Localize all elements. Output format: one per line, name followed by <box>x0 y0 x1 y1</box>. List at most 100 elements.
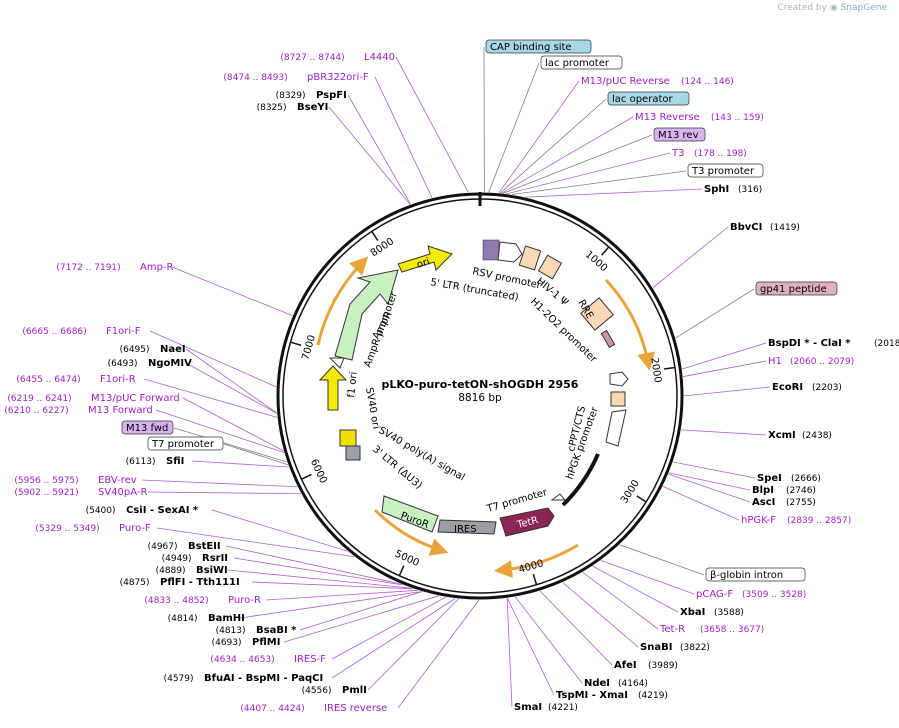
ires-arrow <box>437 519 497 535</box>
leader-line <box>173 427 288 463</box>
inner-label: f1 ori <box>346 371 360 398</box>
leader-line <box>488 62 540 193</box>
tick-mark <box>290 341 302 346</box>
leader-line <box>662 486 740 521</box>
feature-position: (4407 .. 4424) <box>240 704 304 714</box>
feature-label: L4440 <box>364 52 395 63</box>
leader-line <box>619 544 705 576</box>
leader-line <box>331 596 447 660</box>
feature-box <box>147 436 224 451</box>
leader-line <box>141 479 298 488</box>
plasmid-name: pLKO-puro-tetON-shOGDH 2956 <box>382 378 579 391</box>
feature-label: pCAG-F <box>696 589 733 600</box>
ltr-block <box>518 245 542 271</box>
feature-label: NdeI <box>584 678 610 689</box>
feature-position: (8727 .. 8744) <box>280 53 344 63</box>
feature-position: (4579) <box>164 674 194 684</box>
tick-mark <box>532 573 538 585</box>
feature-position: (2755) <box>786 498 816 508</box>
feature-label: TspMI - XmaI <box>556 690 628 701</box>
feature-label: PspFI <box>316 90 347 101</box>
credit-prefix: Created by <box>777 3 827 13</box>
plasmid-size: 8816 bp <box>458 392 502 404</box>
tick-label: 7000 <box>300 334 318 361</box>
tick-label: 8000 <box>369 236 396 259</box>
leader-line <box>265 589 418 601</box>
primer-arc-bottom-left <box>373 508 449 556</box>
feature-marker-block <box>482 239 500 261</box>
leader-line <box>225 545 401 585</box>
leader-line <box>143 378 278 418</box>
feature-label: EBV-rev <box>98 475 137 486</box>
tick-label: 4000 <box>517 558 545 576</box>
feature-box <box>121 420 174 435</box>
leader-line <box>397 599 480 709</box>
feature-label: IRES-F <box>294 654 326 665</box>
leader-line <box>147 491 301 495</box>
leader-line <box>328 106 411 205</box>
feature-position: (1419) <box>770 223 800 233</box>
feature-label: SfiI <box>166 456 184 467</box>
feature-position: (4813) <box>216 626 246 636</box>
feature-label: lac promoter <box>545 58 610 69</box>
feature-label: BsiWI <box>196 565 228 576</box>
feature-label: M13/pUC Reverse <box>581 76 670 87</box>
tick-mark <box>601 246 610 256</box>
leader-line <box>539 590 613 666</box>
leader-line <box>511 170 687 195</box>
leader-line <box>185 348 277 414</box>
tetr-arrow <box>499 507 555 537</box>
rsv-promoter-arrow <box>497 241 523 263</box>
feature-label: AscI <box>752 497 775 508</box>
feature-label: EcoRI <box>772 382 803 393</box>
tick-mark <box>371 230 379 241</box>
feature-label: RsrII <box>202 553 228 564</box>
cppt-block <box>610 391 626 407</box>
tick-label: 6000 <box>308 458 329 486</box>
feature-position: (6455 .. 6474) <box>16 375 80 385</box>
leader-line <box>600 559 695 595</box>
feature-label: SV40pA-R <box>98 487 147 498</box>
feature-label: hPGK-F <box>741 515 776 526</box>
leader-line <box>683 386 771 397</box>
feature-label: SmaI <box>514 702 542 713</box>
feature-label: H1 <box>768 356 782 367</box>
feature-position: (3989) <box>648 661 678 671</box>
leader-line <box>498 80 580 194</box>
feature-position: (4833 .. 4852) <box>144 596 208 606</box>
ori-arrow <box>397 245 453 273</box>
feature-label: BspDI * - ClaI * <box>768 338 851 349</box>
puror-arrow <box>381 495 439 533</box>
primer-arc-left <box>316 256 369 346</box>
feature-label: T3 promoter <box>691 166 755 177</box>
feature-position: (2746) <box>786 486 816 496</box>
snapgene-credit: Created by ◉ SnapGene <box>777 3 887 13</box>
feature-position: (124 .. 146) <box>681 77 734 87</box>
inner-label: AmpR <box>371 310 395 342</box>
leader-line <box>185 362 277 414</box>
leader-line <box>682 342 767 370</box>
feature-label: F1ori-R <box>100 374 136 385</box>
leader-line <box>681 429 767 436</box>
leader-line <box>668 472 751 491</box>
credit-brand: SnapGene <box>840 3 887 13</box>
feature-label: AfeI <box>614 660 637 671</box>
feature-position: (4814) <box>168 614 198 624</box>
feature-position: (2438) <box>802 431 832 441</box>
leader-line <box>562 582 639 648</box>
feature-position: (4164) <box>618 679 648 689</box>
feature-label: BsaBI * <box>256 625 297 636</box>
feature-box <box>705 567 806 582</box>
leader-line <box>501 116 634 194</box>
feature-label: Tet-R <box>659 624 685 635</box>
feature-position: (4221) <box>548 703 578 713</box>
tick-mark <box>398 565 405 577</box>
tetr-black-arc <box>561 453 600 507</box>
leader-line <box>525 188 703 198</box>
feature-label: SphI <box>704 184 729 195</box>
leader-line <box>211 509 348 552</box>
feature-label: NgoMIV <box>148 358 192 369</box>
sv40-polya-block <box>345 445 361 461</box>
feature-position: (3658 .. 3677) <box>700 625 764 635</box>
